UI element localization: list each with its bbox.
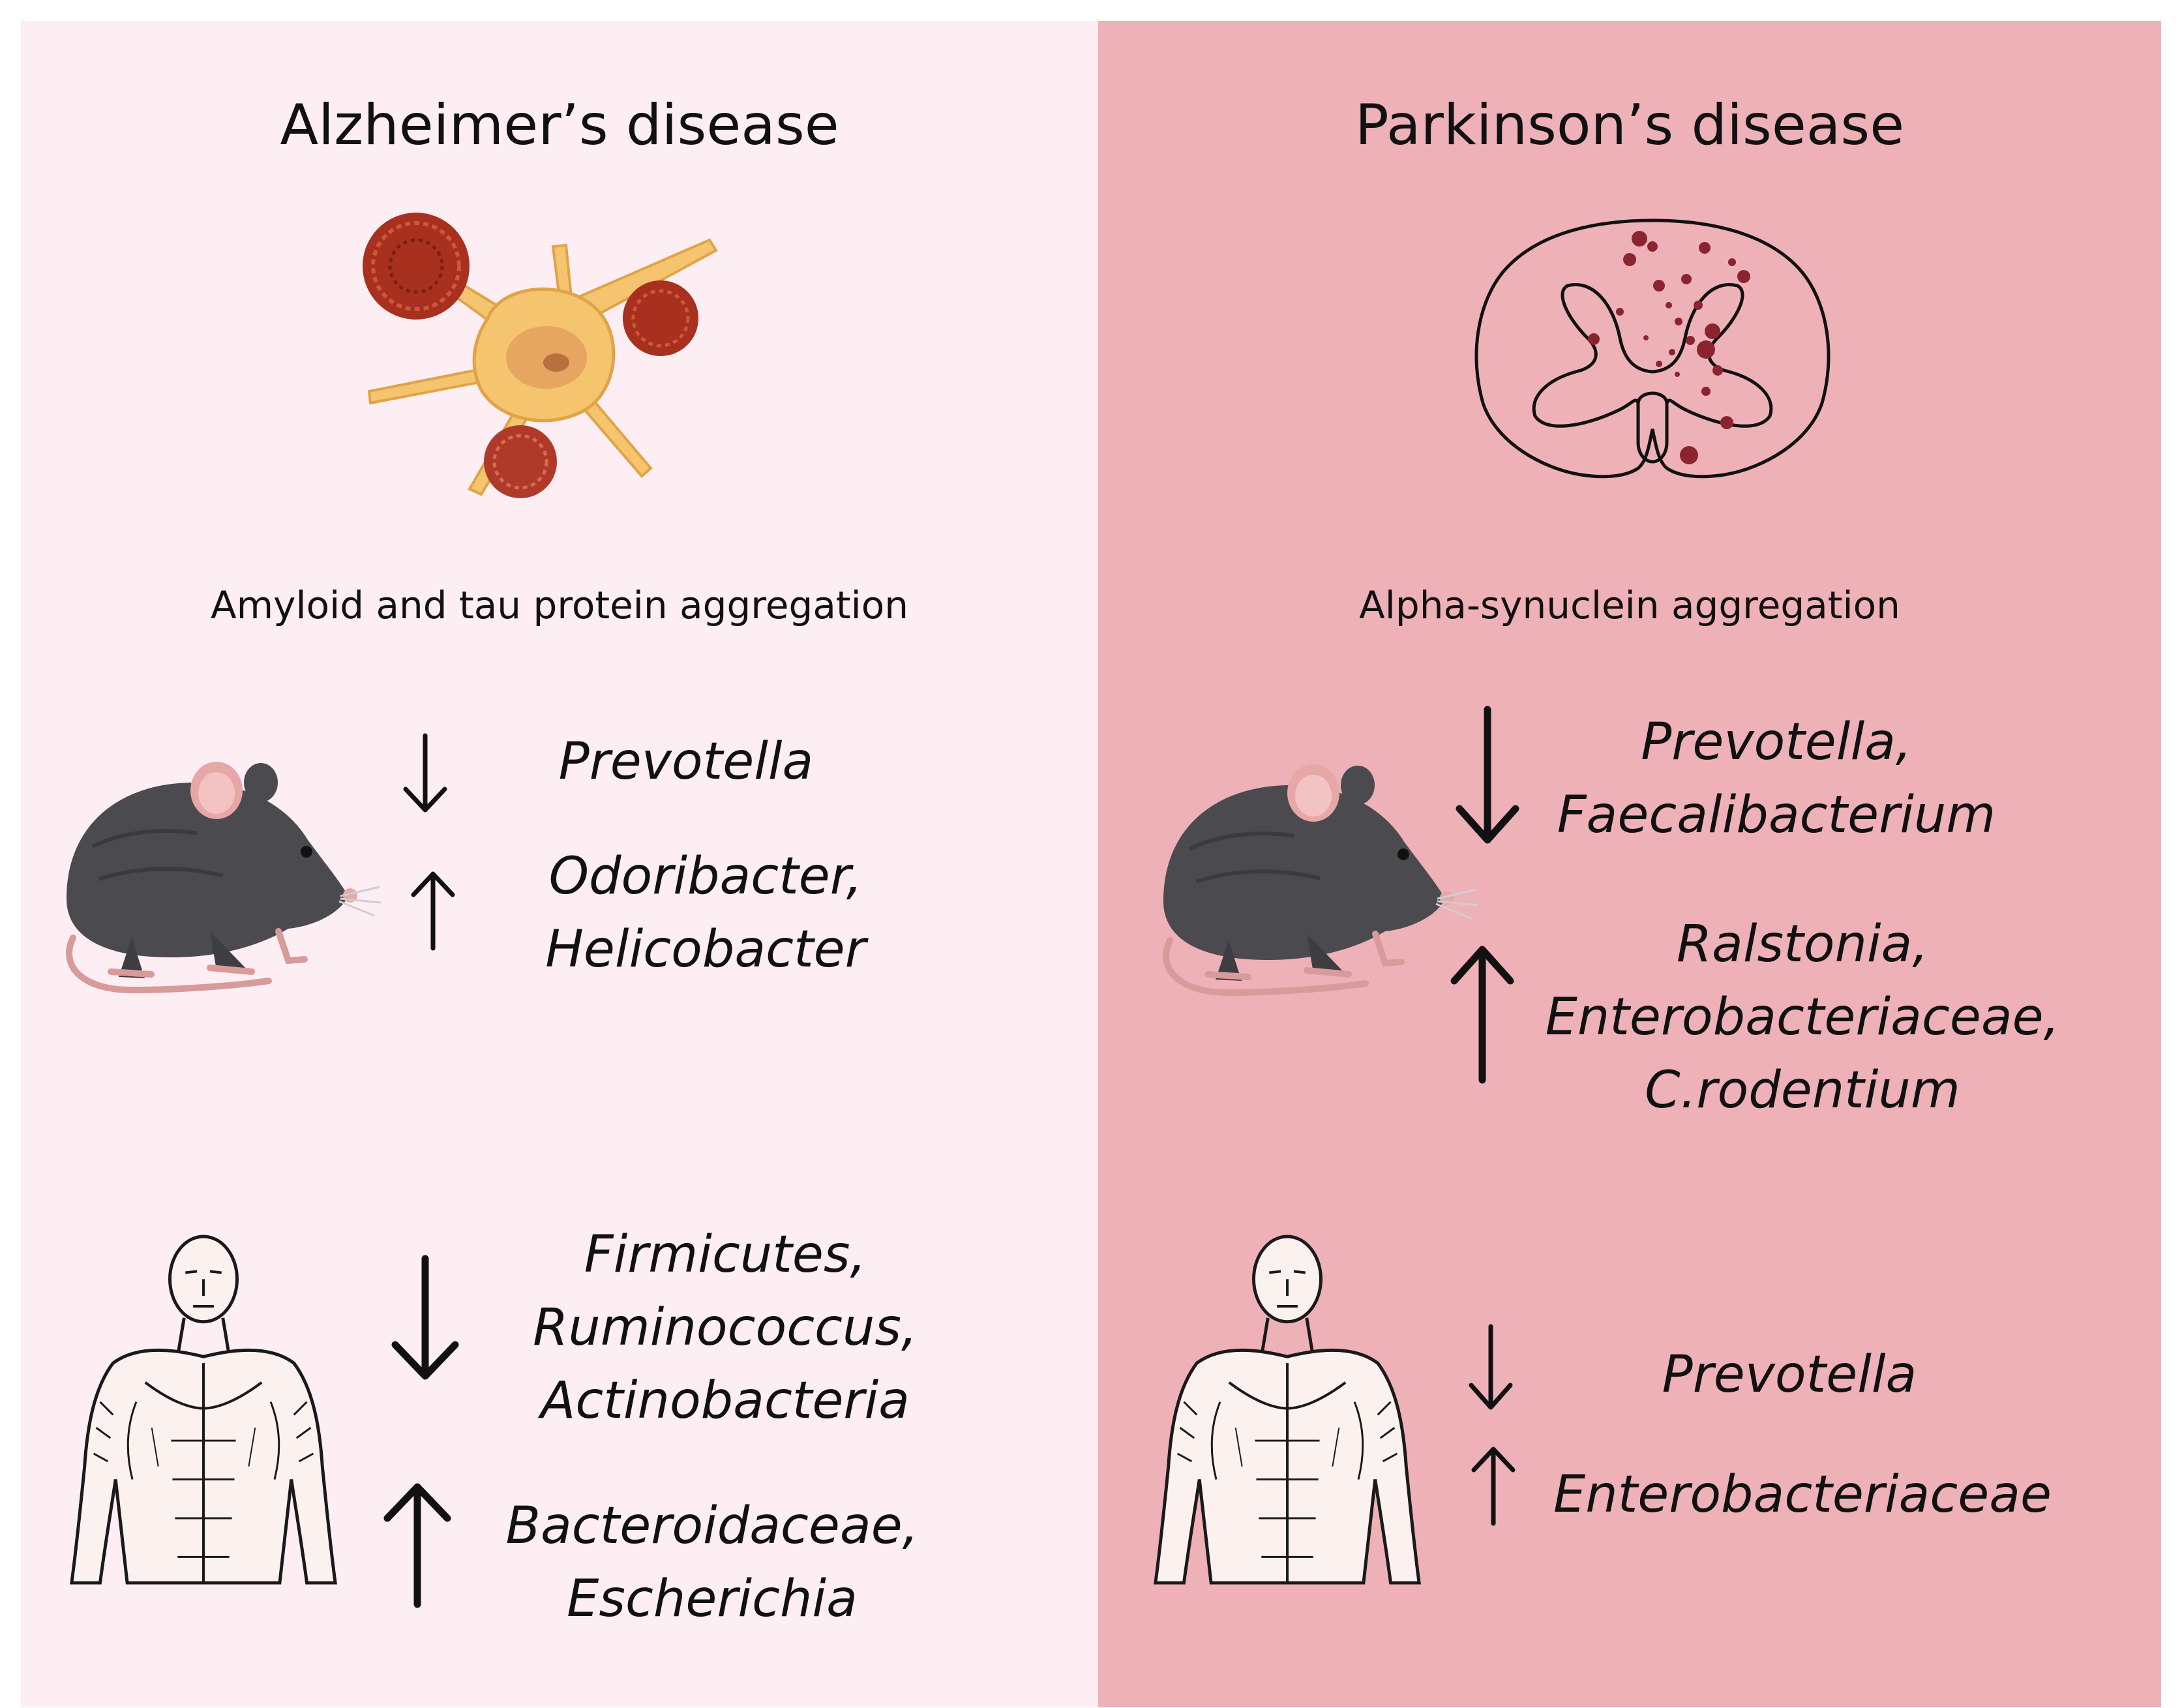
parkinsons-mouse-increased-taxa: Ralstonia, Enterobacteriaceae, C.rodenti… <box>1529 908 2076 1127</box>
taxon-label: Bacteroidaceae, <box>505 1497 919 1555</box>
taxon-label: Enterobacteriaceae <box>1553 1465 2052 1524</box>
taxon-label: Helicobacter <box>545 920 866 979</box>
arrow-down-icon <box>1456 706 1519 844</box>
mouse-icon <box>1150 745 1489 1006</box>
human-anatomy-icon <box>1150 1234 1424 1586</box>
alzheimers-human-decreased-taxa: Firmicutes, Ruminococcus, Actinobacteria <box>477 1218 973 1437</box>
neuron-icon <box>363 213 718 498</box>
taxon-label: Enterobacteriaceae, <box>1545 988 2060 1047</box>
taxon-label: Prevotella <box>1662 1345 1917 1404</box>
alzheimers-subtitle: Amyloid and tau protein aggregation <box>211 583 908 627</box>
taxon-label: Prevotella, <box>1641 713 1912 772</box>
arrow-up-icon <box>1471 1446 1516 1526</box>
parkinsons-human-decreased-taxa: Prevotella <box>1529 1338 2050 1411</box>
taxon-label: Firmicutes, <box>584 1225 867 1284</box>
taxon-label: Ruminococcus, <box>533 1298 918 1357</box>
arrow-down-icon <box>391 1255 459 1380</box>
taxon-label: Odoribacter, <box>548 847 863 906</box>
alzheimers-title: Alzheimer’s disease <box>280 93 839 158</box>
parkinsons-panel: Parkinson’s disease Alpha-synuclein aggr… <box>1098 21 2161 1707</box>
parkinsons-title: Parkinson’s disease <box>1354 93 1905 158</box>
arrow-down-icon <box>403 733 447 813</box>
spinal-cord-icon <box>1474 218 1831 479</box>
taxon-label: Prevotella <box>558 732 814 791</box>
parkinsons-mouse-decreased-taxa: Prevotella, Faecalibacterium <box>1542 706 2011 852</box>
arrow-up-icon <box>383 1483 451 1608</box>
taxon-label: Faecalibacterium <box>1557 786 1996 845</box>
human-anatomy-icon <box>67 1234 340 1586</box>
taxon-label: C.rodentium <box>1645 1061 1960 1120</box>
arrow-up-icon <box>411 871 455 951</box>
parkinsons-subtitle: Alpha-synuclein aggregation <box>1359 583 1900 627</box>
alzheimers-mouse-increased-taxa: Odoribacter, Helicobacter <box>490 840 921 986</box>
taxon-label: Escherichia <box>567 1570 858 1628</box>
taxon-label: Actinobacteria <box>541 1371 910 1430</box>
arrow-up-icon <box>1450 946 1514 1084</box>
taxon-label: Ralstonia, <box>1676 915 1929 974</box>
alzheimers-mouse-decreased-taxa: Prevotella <box>490 725 882 798</box>
arrow-down-icon <box>1469 1324 1513 1410</box>
mouse-icon <box>53 742 393 1003</box>
alzheimers-human-increased-taxa: Bacteroidaceae, Escherichia <box>464 1490 960 1636</box>
alzheimers-panel: Alzheimer’s disease Amyloid and tau prot… <box>21 21 1098 1707</box>
parkinsons-human-increased-taxa: Enterobacteriaceae <box>1529 1458 2076 1531</box>
